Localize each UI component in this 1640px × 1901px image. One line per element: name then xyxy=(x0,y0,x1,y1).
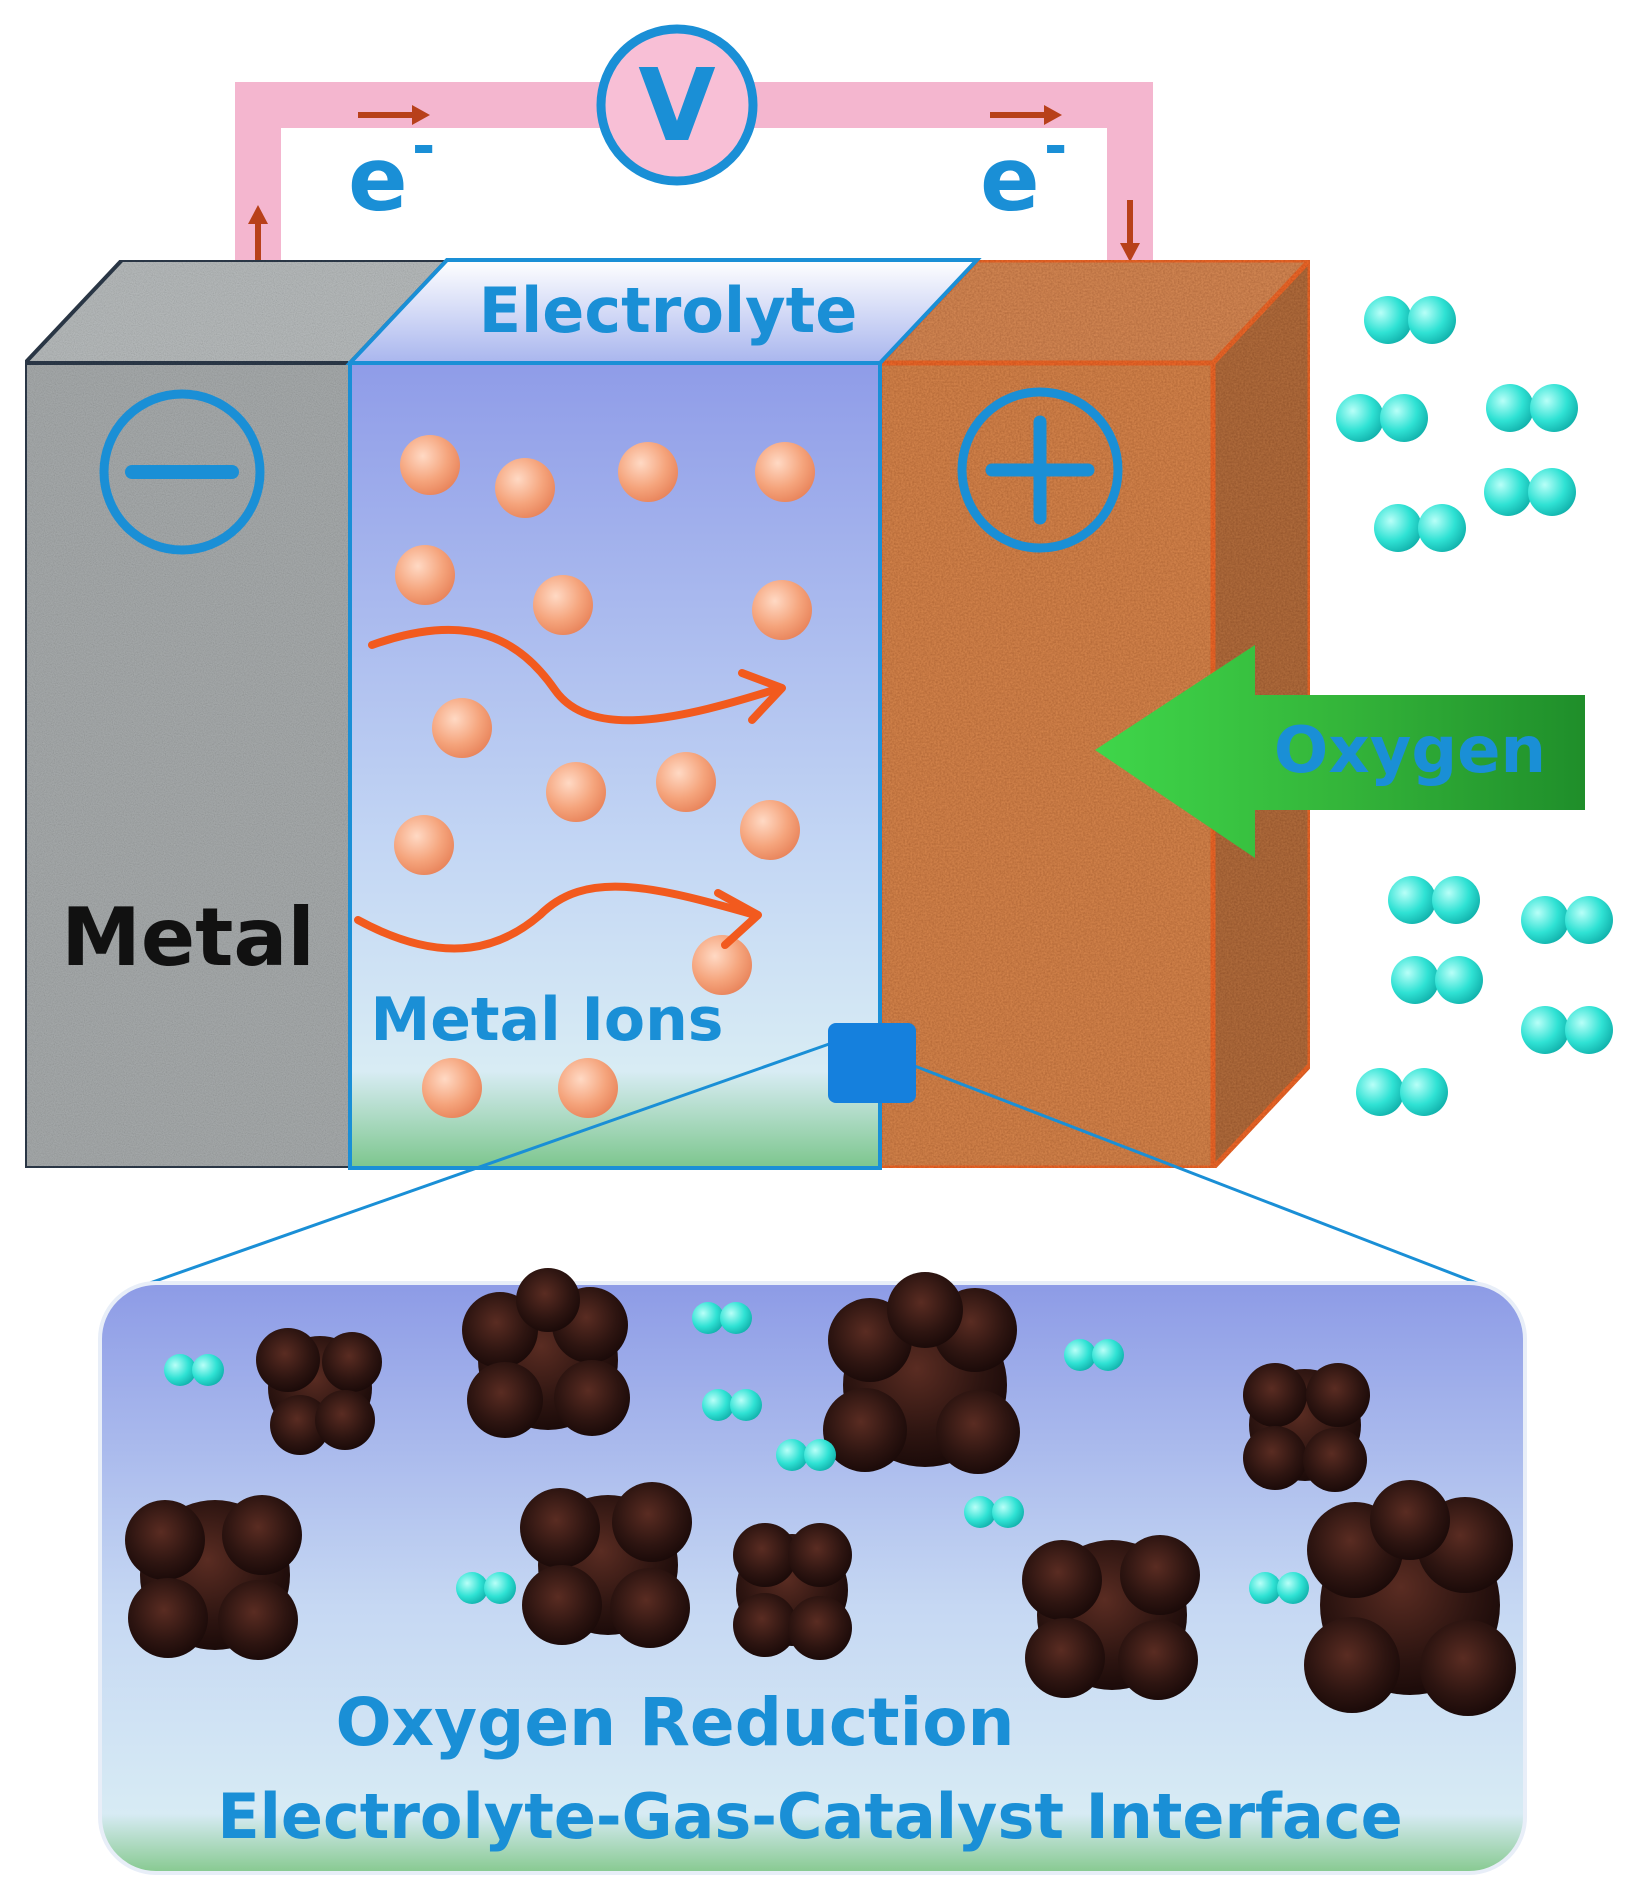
oxygen-molecule xyxy=(702,1389,762,1421)
electron-label-right-superscript: - xyxy=(1044,114,1067,179)
oxygen-molecule xyxy=(1364,296,1456,344)
oxygen-molecule xyxy=(1356,1068,1448,1116)
oxygen-molecule xyxy=(1484,468,1576,516)
catalyst-particle xyxy=(125,1495,302,1660)
metal-ion xyxy=(558,1058,618,1118)
electron-arrow-right-right xyxy=(990,105,1062,125)
metal-ion xyxy=(495,458,555,518)
zoom-marker xyxy=(828,1023,916,1103)
oxygen-molecule xyxy=(1388,876,1480,924)
electrolyte-label: Electrolyte xyxy=(479,274,858,347)
zoom-title-line1: Oxygen Reduction xyxy=(335,1684,1014,1761)
negative-terminal-sign xyxy=(99,389,265,555)
metal-ion xyxy=(400,435,460,495)
metal-anode xyxy=(20,258,452,1170)
oxygen-molecules-interface xyxy=(164,1302,1309,1604)
metal-label: Metal xyxy=(61,891,315,984)
catalyst-particle xyxy=(462,1268,630,1438)
electron-label-right: e - xyxy=(980,114,1067,231)
voltmeter-label: V xyxy=(638,47,715,164)
metal-ion xyxy=(692,935,752,995)
catalyst-particle xyxy=(1304,1480,1516,1716)
ion-flow-arrow-upper xyxy=(368,626,784,725)
zoom-title-line2: Electrolyte-Gas-Catalyst Interface xyxy=(217,1780,1402,1853)
svg-text:e: e xyxy=(348,128,408,231)
catalyst-particle xyxy=(823,1272,1020,1474)
oxygen-molecule xyxy=(1486,384,1578,432)
metal-ion xyxy=(755,442,815,502)
electron-arrow-up xyxy=(248,205,268,265)
positive-terminal-sign xyxy=(957,387,1123,553)
interface-zoom-panel: Oxygen Reduction Electrolyte-Gas-Catalys… xyxy=(98,1268,1527,1875)
oxygen-molecule xyxy=(164,1354,224,1386)
oxygen-inflow-arrow: Oxygen xyxy=(1095,645,1585,858)
svg-text:e: e xyxy=(980,128,1040,231)
oxygen-molecule xyxy=(964,1496,1024,1528)
metal-ion xyxy=(656,752,716,812)
electron-label-left: e - xyxy=(348,114,435,231)
metal-ions xyxy=(394,435,815,1118)
oxygen-molecule xyxy=(776,1439,836,1471)
metal-anode-front xyxy=(23,361,352,1170)
oxygen-label: Oxygen xyxy=(1274,714,1546,788)
metal-ion xyxy=(618,442,678,502)
electron-label-left-superscript: - xyxy=(412,114,435,179)
zoom-callout-lines xyxy=(129,1041,1496,1292)
oxygen-molecule xyxy=(1249,1572,1309,1604)
ion-flow-arrows xyxy=(354,626,786,953)
oxygen-molecule xyxy=(1336,394,1428,442)
metal-ion xyxy=(546,762,606,822)
metal-ion xyxy=(394,815,454,875)
metal-ions-label: Metal Ions xyxy=(371,985,724,1055)
ion-flow-arrow-lower xyxy=(354,882,759,953)
oxygen-molecule xyxy=(456,1572,516,1604)
electron-arrow-down xyxy=(1120,200,1140,262)
oxygen-molecule xyxy=(1064,1339,1124,1371)
metal-ion xyxy=(533,575,593,635)
oxygen-molecules-outside xyxy=(1336,296,1613,1116)
metal-ion xyxy=(422,1058,482,1118)
electron-arrow-right-left xyxy=(358,105,430,125)
catalyst-particle xyxy=(256,1328,382,1455)
metal-ion xyxy=(432,698,492,758)
catalyst-particle xyxy=(733,1523,852,1660)
oxygen-molecule xyxy=(692,1302,752,1334)
oxygen-molecule xyxy=(1521,1006,1613,1054)
oxygen-molecule xyxy=(1374,504,1466,552)
metal-ion xyxy=(752,580,812,640)
voltmeter: V xyxy=(596,24,758,186)
catalyst-particles xyxy=(125,1268,1516,1716)
metal-ion xyxy=(395,545,455,605)
oxygen-molecule xyxy=(1391,956,1483,1004)
metal-ion xyxy=(740,800,800,860)
catalyst-particle xyxy=(1022,1535,1200,1700)
catalyst-particle xyxy=(1243,1363,1370,1492)
catalyst-particle xyxy=(520,1482,692,1648)
oxygen-molecule xyxy=(1521,896,1613,944)
